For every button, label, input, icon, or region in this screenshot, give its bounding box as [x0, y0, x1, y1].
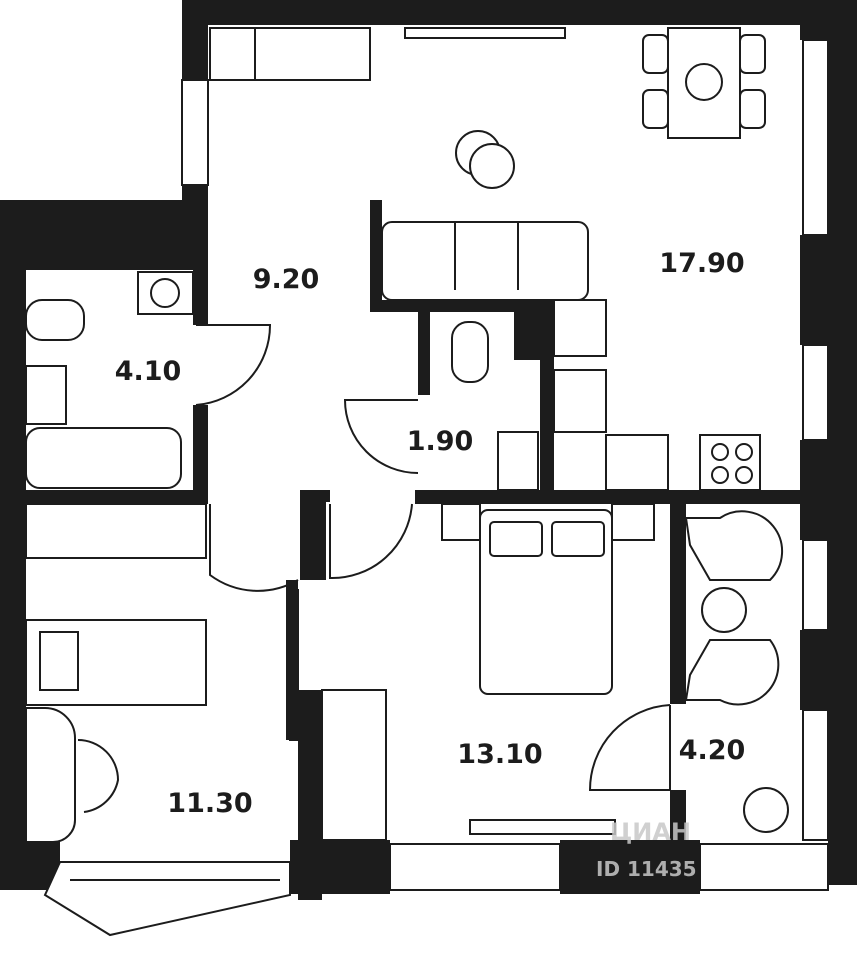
room-area-living: 17.90	[659, 248, 744, 279]
toilet-icon	[451, 321, 489, 383]
sink-icon	[553, 369, 607, 433]
wardrobe-icon	[25, 503, 207, 559]
room-area-wc: 1.90	[407, 426, 474, 457]
room-area-bathroom: 4.10	[115, 356, 182, 387]
plant-icon	[743, 787, 789, 833]
nightstand-icon	[441, 503, 481, 541]
doors	[195, 324, 671, 791]
wardrobe-icon	[321, 689, 387, 841]
armchair-icon	[684, 510, 784, 581]
stove-icon	[699, 434, 761, 491]
sink-icon	[25, 365, 67, 425]
room-area-bedroom: 13.10	[457, 739, 542, 770]
bathtub-icon	[25, 427, 182, 489]
armchair-icon	[684, 639, 780, 706]
dishwasher-icon	[605, 434, 669, 491]
walls	[0, 0, 857, 900]
watermark-logo: ЦИАН	[610, 818, 691, 846]
hob-icon	[553, 299, 607, 357]
watermark-id: ID 11435	[596, 857, 697, 881]
hob-icon	[209, 27, 256, 81]
sofa-icon	[381, 221, 589, 301]
watermark: ЦИАН ID 11435	[596, 818, 697, 881]
room-area-hall: 9.20	[253, 264, 320, 295]
room-area-loggia: 4.20	[679, 735, 746, 766]
sink-icon	[497, 431, 539, 491]
desk-icon	[25, 707, 76, 843]
room-area-kids-room: 11.30	[167, 788, 252, 819]
nightstand-icon	[611, 503, 655, 541]
chair-icon	[77, 739, 120, 813]
toilet-icon	[25, 299, 85, 341]
wardrobe-icon	[254, 27, 371, 81]
windows	[43, 27, 829, 937]
table-icon	[701, 587, 747, 633]
fixtures	[25, 27, 789, 843]
plant-icon	[685, 63, 723, 101]
